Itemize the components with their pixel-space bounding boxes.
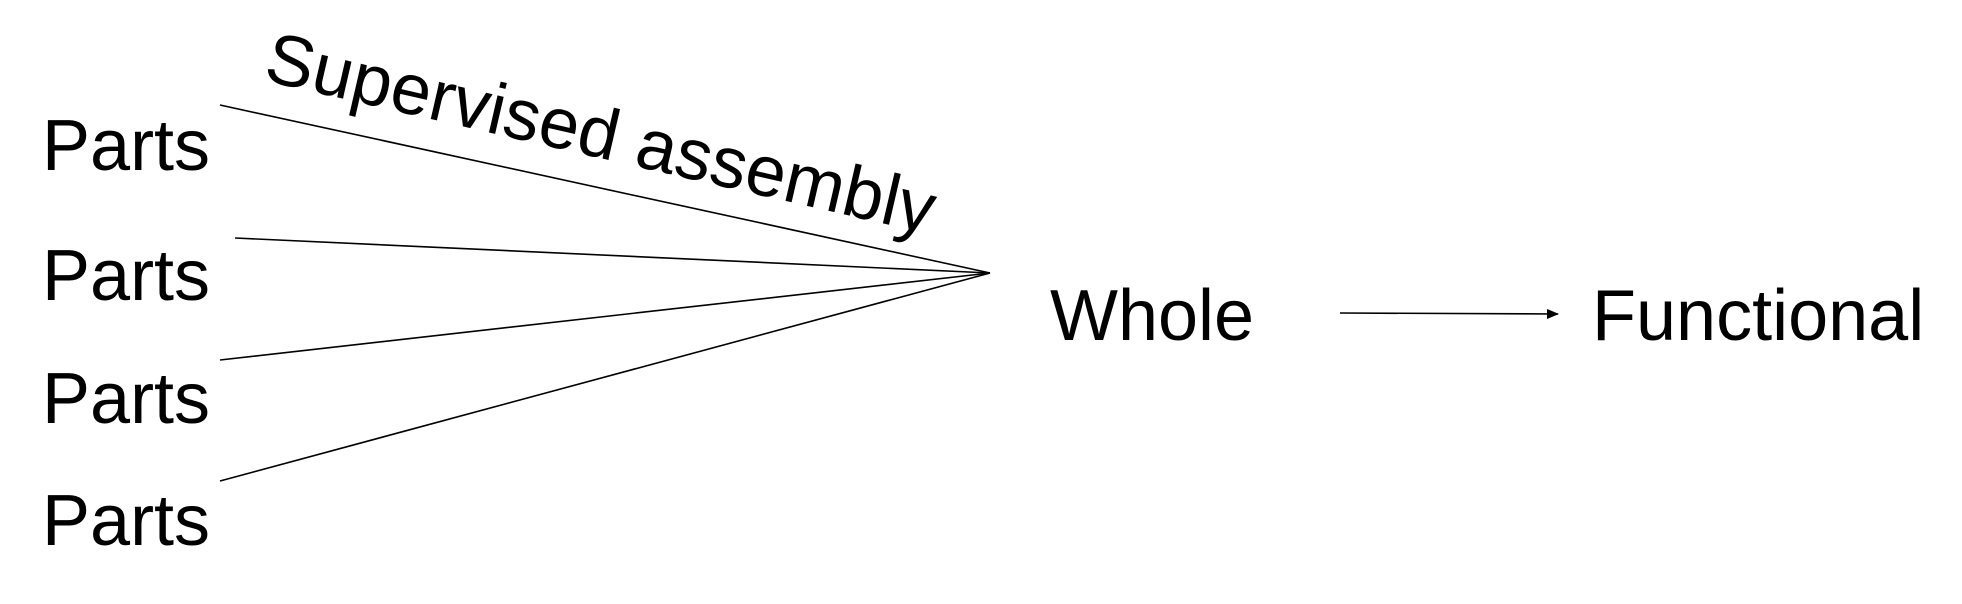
assembly-line-3	[219, 272, 991, 361]
assembly-line-1	[219, 104, 991, 274]
parts-label-1: Parts	[42, 106, 210, 186]
assembly-line-4	[219, 272, 991, 482]
parts-label-4: Parts	[42, 481, 210, 561]
functional-label: Functional	[1592, 276, 1924, 356]
assembly-line-2	[234, 237, 991, 274]
whole-to-functional-arrow	[1339, 308, 1559, 319]
parts-label-2: Parts	[42, 236, 210, 316]
parts-label-3: Parts	[42, 359, 210, 439]
whole-label: Whole	[1050, 276, 1254, 356]
supervised-assembly-label: Supervised assembly	[258, 18, 943, 250]
